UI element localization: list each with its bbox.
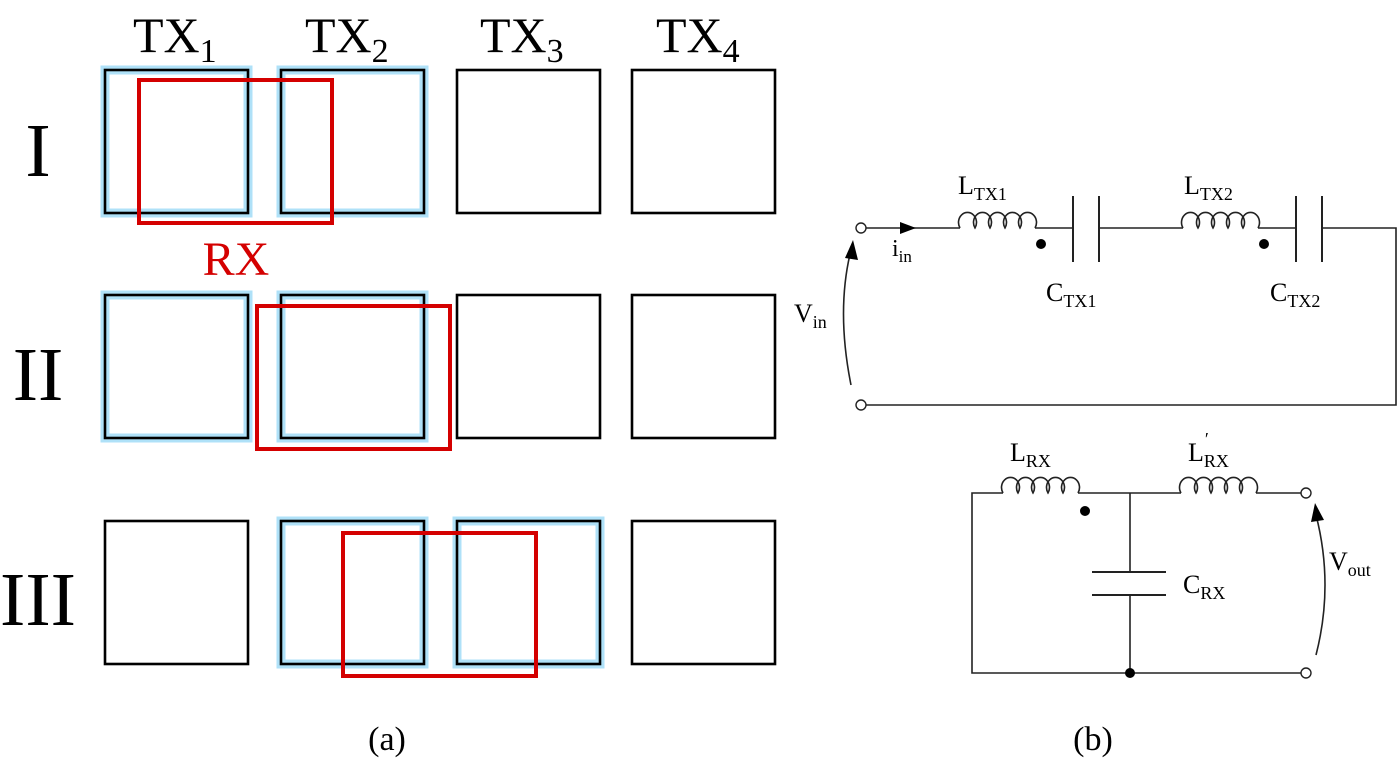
caption-a: (a) (368, 721, 406, 758)
tx4-coil (630, 519, 777, 666)
row-label-1: I (25, 109, 50, 193)
tx2-coil (279, 519, 426, 666)
terminal (855, 222, 867, 234)
row-label-2: II (13, 333, 64, 417)
tx2-coil (279, 293, 426, 440)
label-iin: iin (892, 236, 912, 266)
tx1-active-glow (100, 65, 253, 218)
tx4-coil (630, 68, 777, 215)
voltage-arrowhead-icon (1311, 503, 1324, 522)
rx-circuit: LRX L′RX CRX Vout (971, 429, 1371, 679)
row-2 (100, 290, 777, 451)
inductor-ltx2 (1180, 211, 1261, 230)
tx1-header: TX1 (133, 7, 217, 70)
terminal (855, 399, 867, 411)
label-ctx1: CTX1 (1046, 278, 1096, 311)
tx3-coil (455, 293, 602, 440)
terminal (1300, 487, 1312, 499)
tx3-header: TX3 (480, 7, 564, 70)
tx-circuit: LTX1 CTX1 LTX2 CTX2 iin Vin (794, 171, 1397, 411)
voltage-arrowhead-icon (845, 240, 858, 260)
tx1-coil (103, 293, 250, 440)
row-label-3: III (0, 558, 76, 642)
wire (866, 227, 1397, 406)
rx-coil (341, 531, 538, 678)
voltage-arrow (1315, 514, 1326, 656)
tx3-coil (455, 519, 602, 666)
row-1 (100, 65, 777, 225)
tx3-active-glow (452, 516, 605, 669)
voltage-arrow (842, 249, 852, 386)
label-vin: Vin (794, 299, 827, 332)
rx-label: RX (203, 233, 270, 286)
wire (971, 492, 1301, 674)
panel-b: LTX1 CTX1 LTX2 CTX2 iin Vin (794, 171, 1397, 758)
panel-a: TX1 TX2 TX3 TX4 I II III RX (0, 7, 777, 758)
tx2-coil (279, 68, 426, 215)
tx4-header: TX4 (656, 7, 740, 70)
label-vout: Vout (1329, 547, 1371, 580)
label-ctx2: CTX2 (1270, 278, 1320, 311)
polarity-dot (1259, 239, 1269, 249)
inductor-ltx1 (957, 211, 1038, 230)
tx2-active-glow (276, 290, 429, 443)
tx1-active-glow (100, 290, 253, 443)
tx1-coil (103, 68, 250, 215)
rx-coil (255, 304, 452, 451)
tx2-active-glow (276, 65, 429, 218)
tx4-coil (630, 293, 777, 440)
terminal (1300, 667, 1312, 679)
label-lrx: LRX (1010, 438, 1051, 471)
label-ltx1: LTX1 (958, 171, 1007, 204)
label-lrx-prime: L′RX (1188, 429, 1229, 471)
caption-b: (b) (1073, 721, 1113, 758)
tx2-header: TX2 (305, 7, 389, 70)
inductor-lrx (1000, 476, 1081, 495)
current-arrow-icon (900, 222, 916, 234)
polarity-dot (1080, 506, 1090, 516)
label-ltx2: LTX2 (1184, 171, 1233, 204)
rx-coil (137, 78, 334, 225)
tx1-coil (103, 519, 250, 666)
junction-dot (1125, 668, 1135, 678)
tx2-active-glow (276, 516, 429, 669)
label-crx: CRX (1183, 570, 1225, 603)
row-3 (103, 516, 777, 678)
polarity-dot (1036, 239, 1046, 249)
tx3-coil (455, 68, 602, 215)
inductor-lrx-prime (1178, 476, 1259, 495)
